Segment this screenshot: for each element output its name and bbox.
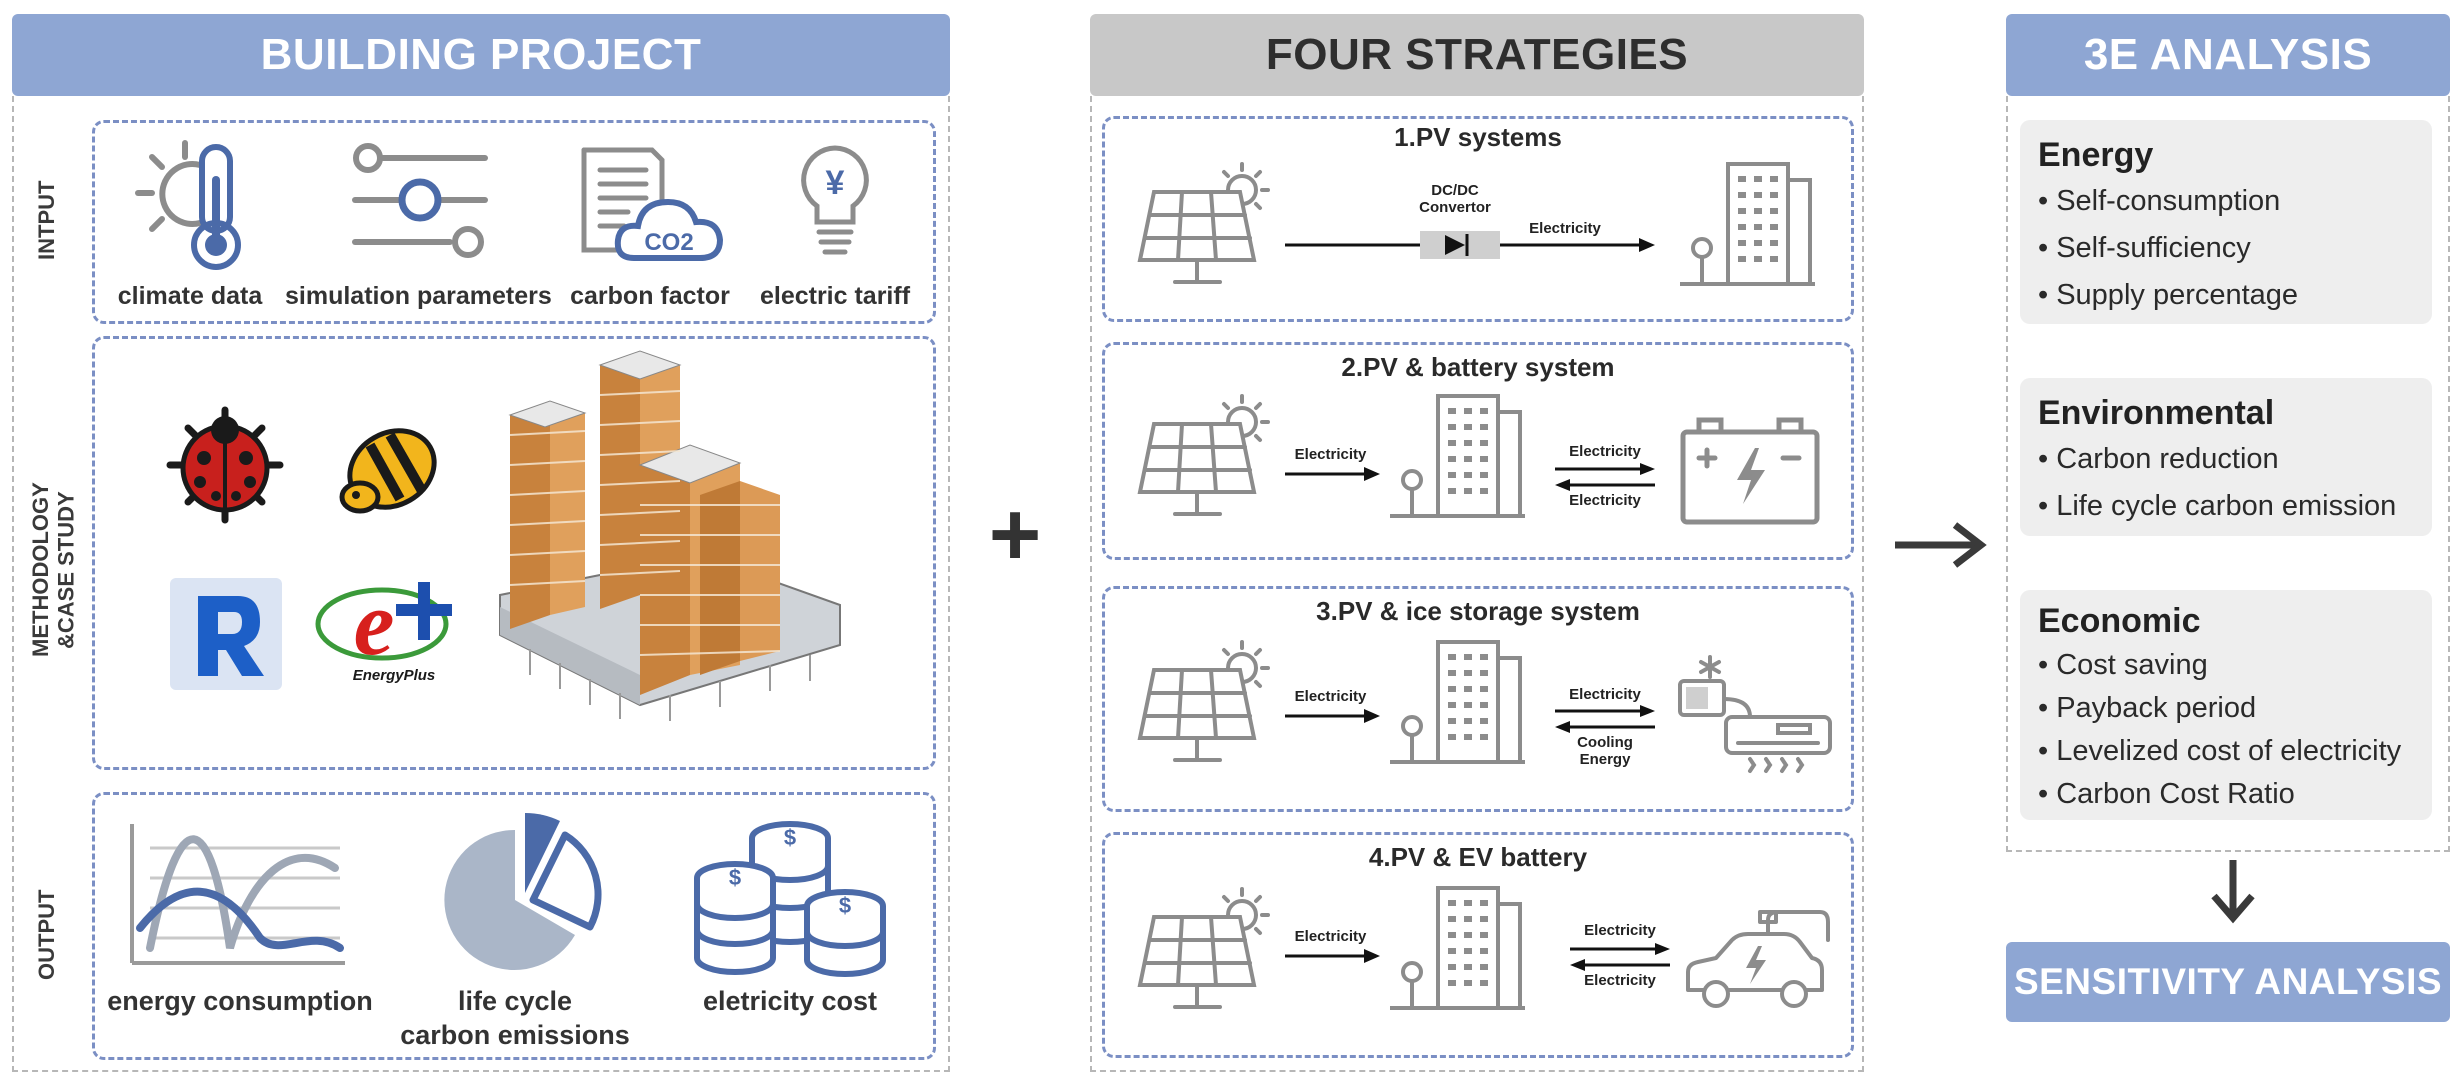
strategy-title-3: 3.PV & ice storage system [1316, 596, 1640, 626]
dollar-sign-top: $ [784, 825, 796, 850]
environmental-item-1: • Carbon reduction [2038, 443, 2279, 475]
pv-to-building-arrow-3 [1285, 709, 1380, 723]
lightbulb-yen-icon: ¥ [801, 145, 869, 255]
economic-item-4: • Carbon Cost Ratio [2038, 778, 2295, 810]
economic-card: Economic • Cost saving • Payback period … [2020, 590, 2432, 820]
input-caption-tariff: electric tariff [759, 282, 911, 310]
sensitivity-analysis-box: SENSITIVITY ANALYSIS [2006, 942, 2450, 1022]
building-icon-3 [1390, 640, 1525, 764]
strategy-title-2: 2.PV & battery system [1341, 352, 1615, 382]
pv-to-building-arrow-2 [1285, 467, 1380, 481]
bidirectional-arrows-2 [1555, 463, 1655, 491]
dollar-sign-left: $ [729, 865, 741, 890]
battery-icon [1680, 417, 1820, 525]
right-arrow-icon [1895, 522, 1987, 568]
climate-thermometer-icon [135, 140, 241, 270]
energy-chart-icon [130, 824, 345, 965]
input-caption-simulation: simulation parameters [285, 282, 552, 310]
four-strategies-title: FOUR STRATEGIES [1265, 30, 1689, 79]
strategy-3-flow-label: Electricity [1294, 688, 1367, 705]
input-section-label: INTPUT [34, 180, 59, 260]
building-complex-illustration [499, 350, 841, 721]
output-caption-cost: eletricity cost [702, 986, 878, 1016]
bidirectional-arrows-4 [1570, 943, 1670, 971]
bidirectional-arrows-3 [1555, 705, 1655, 733]
output-box [92, 792, 936, 1060]
electric-car-icon [1686, 910, 1830, 1008]
ice-storage-ac-icon [1678, 655, 1832, 773]
energyplus-text: EnergyPlus [353, 667, 436, 684]
solar-panel-icon-1 [1137, 162, 1270, 284]
energy-item-3: • Supply percentage [2038, 279, 2299, 311]
building-project-title: BUILDING PROJECT [260, 30, 702, 79]
economic-item-1: • Cost saving [2038, 649, 2208, 681]
ladybug-logo-icon [166, 406, 284, 524]
svg-text:e: e [354, 572, 395, 674]
pv-to-building-arrow-4 [1285, 949, 1380, 963]
strategy-2-flow-label: Electricity [1294, 446, 1367, 463]
four-strategies-header: FOUR STRATEGIES [1090, 14, 1864, 96]
four-strategies-panel [1090, 96, 1864, 1072]
dollar-sign-right: $ [839, 893, 851, 918]
building-icon-4 [1390, 886, 1525, 1010]
strategy-1-flow-label: Electricity [1529, 220, 1601, 237]
strategy-4-exchange-top: Electricity [1584, 922, 1656, 939]
output-caption-energy: energy consumption [107, 986, 373, 1016]
converter-label: DC/DC Convertor [1419, 182, 1491, 217]
energy-item-2: • Self-sufficiency [2038, 232, 2251, 264]
revit-logo-icon [170, 578, 282, 690]
strategy-2-exchange-top: Electricity [1569, 443, 1641, 460]
strategy-box-1 [1102, 116, 1854, 322]
economic-item-2: • Payback period [2038, 692, 2257, 724]
building-icon-1 [1680, 162, 1815, 286]
environmental-item-2: • Life cycle carbon emission [2038, 490, 2397, 522]
energyplus-logo-icon: e EnergyPlus [315, 572, 452, 684]
input-caption-climate: climate data [117, 282, 263, 310]
building-icon-2 [1390, 394, 1525, 518]
energy-card: Energy • Self-consumption • Self-suffici… [2020, 120, 2432, 324]
methodology-section-label: METHODOLOGY &CASE STUDY [28, 482, 79, 658]
solar-panel-icon-2 [1137, 394, 1270, 516]
building-project-panel [12, 96, 950, 1072]
strategy-title-1: 1.PV systems [1394, 122, 1562, 152]
energy-item-1: • Self-consumption [2038, 185, 2281, 217]
carbon-document-cloud-icon: CO2 [581, 147, 724, 261]
solar-panel-icon-4 [1137, 887, 1270, 1009]
yen-symbol: ¥ [826, 164, 845, 202]
input-caption-carbon: carbon factor [570, 282, 730, 310]
coin-stacks-icon: $ $ $ [694, 821, 886, 977]
sliders-icon [352, 143, 488, 258]
strategy-box-3 [1102, 586, 1854, 812]
co2-text: CO2 [644, 229, 693, 256]
strategy-4-exchange-bottom: Electricity [1584, 972, 1656, 989]
sensitivity-analysis-label: SENSITIVITY ANALYSIS [2013, 961, 2443, 1002]
analysis-panel [2006, 96, 2450, 852]
energy-card-title: Energy [2038, 136, 2154, 174]
economic-card-title: Economic [2038, 602, 2201, 640]
strategy-3-exchange-top: Electricity [1569, 686, 1641, 703]
environmental-card-title: Environmental [2038, 394, 2275, 432]
strategy-box-2 [1102, 342, 1854, 560]
solar-panel-icon-3 [1137, 640, 1270, 762]
honeybee-logo-icon [339, 428, 437, 514]
strategy-3-exchange-bottom: Cooling Energy [1577, 734, 1633, 769]
methodology-box [92, 336, 936, 770]
analysis-header: 3E ANALYSIS [2006, 14, 2450, 96]
strategy-title-4: 4.PV & EV battery [1368, 842, 1588, 872]
economic-item-3: • Levelized cost of electricity [2038, 735, 2402, 767]
converter-flow-arrow [1285, 231, 1655, 259]
strategy-box-4 [1102, 832, 1854, 1058]
environmental-card: Environmental • Carbon reduction • Life … [2020, 378, 2432, 536]
strategy-4-flow-label: Electricity [1294, 928, 1367, 945]
pie-chart-icon [444, 812, 602, 970]
analysis-title: 3E ANALYSIS [2083, 30, 2373, 79]
strategy-2-exchange-bottom: Electricity [1569, 492, 1641, 509]
input-box [92, 120, 936, 324]
building-project-header: BUILDING PROJECT [12, 14, 950, 96]
output-caption-carbon: life cycle carbon emissions [400, 986, 630, 1050]
down-arrow-icon [2211, 860, 2255, 924]
plus-symbol: + [988, 485, 1042, 585]
output-section-label: OUTPUT [34, 889, 59, 981]
